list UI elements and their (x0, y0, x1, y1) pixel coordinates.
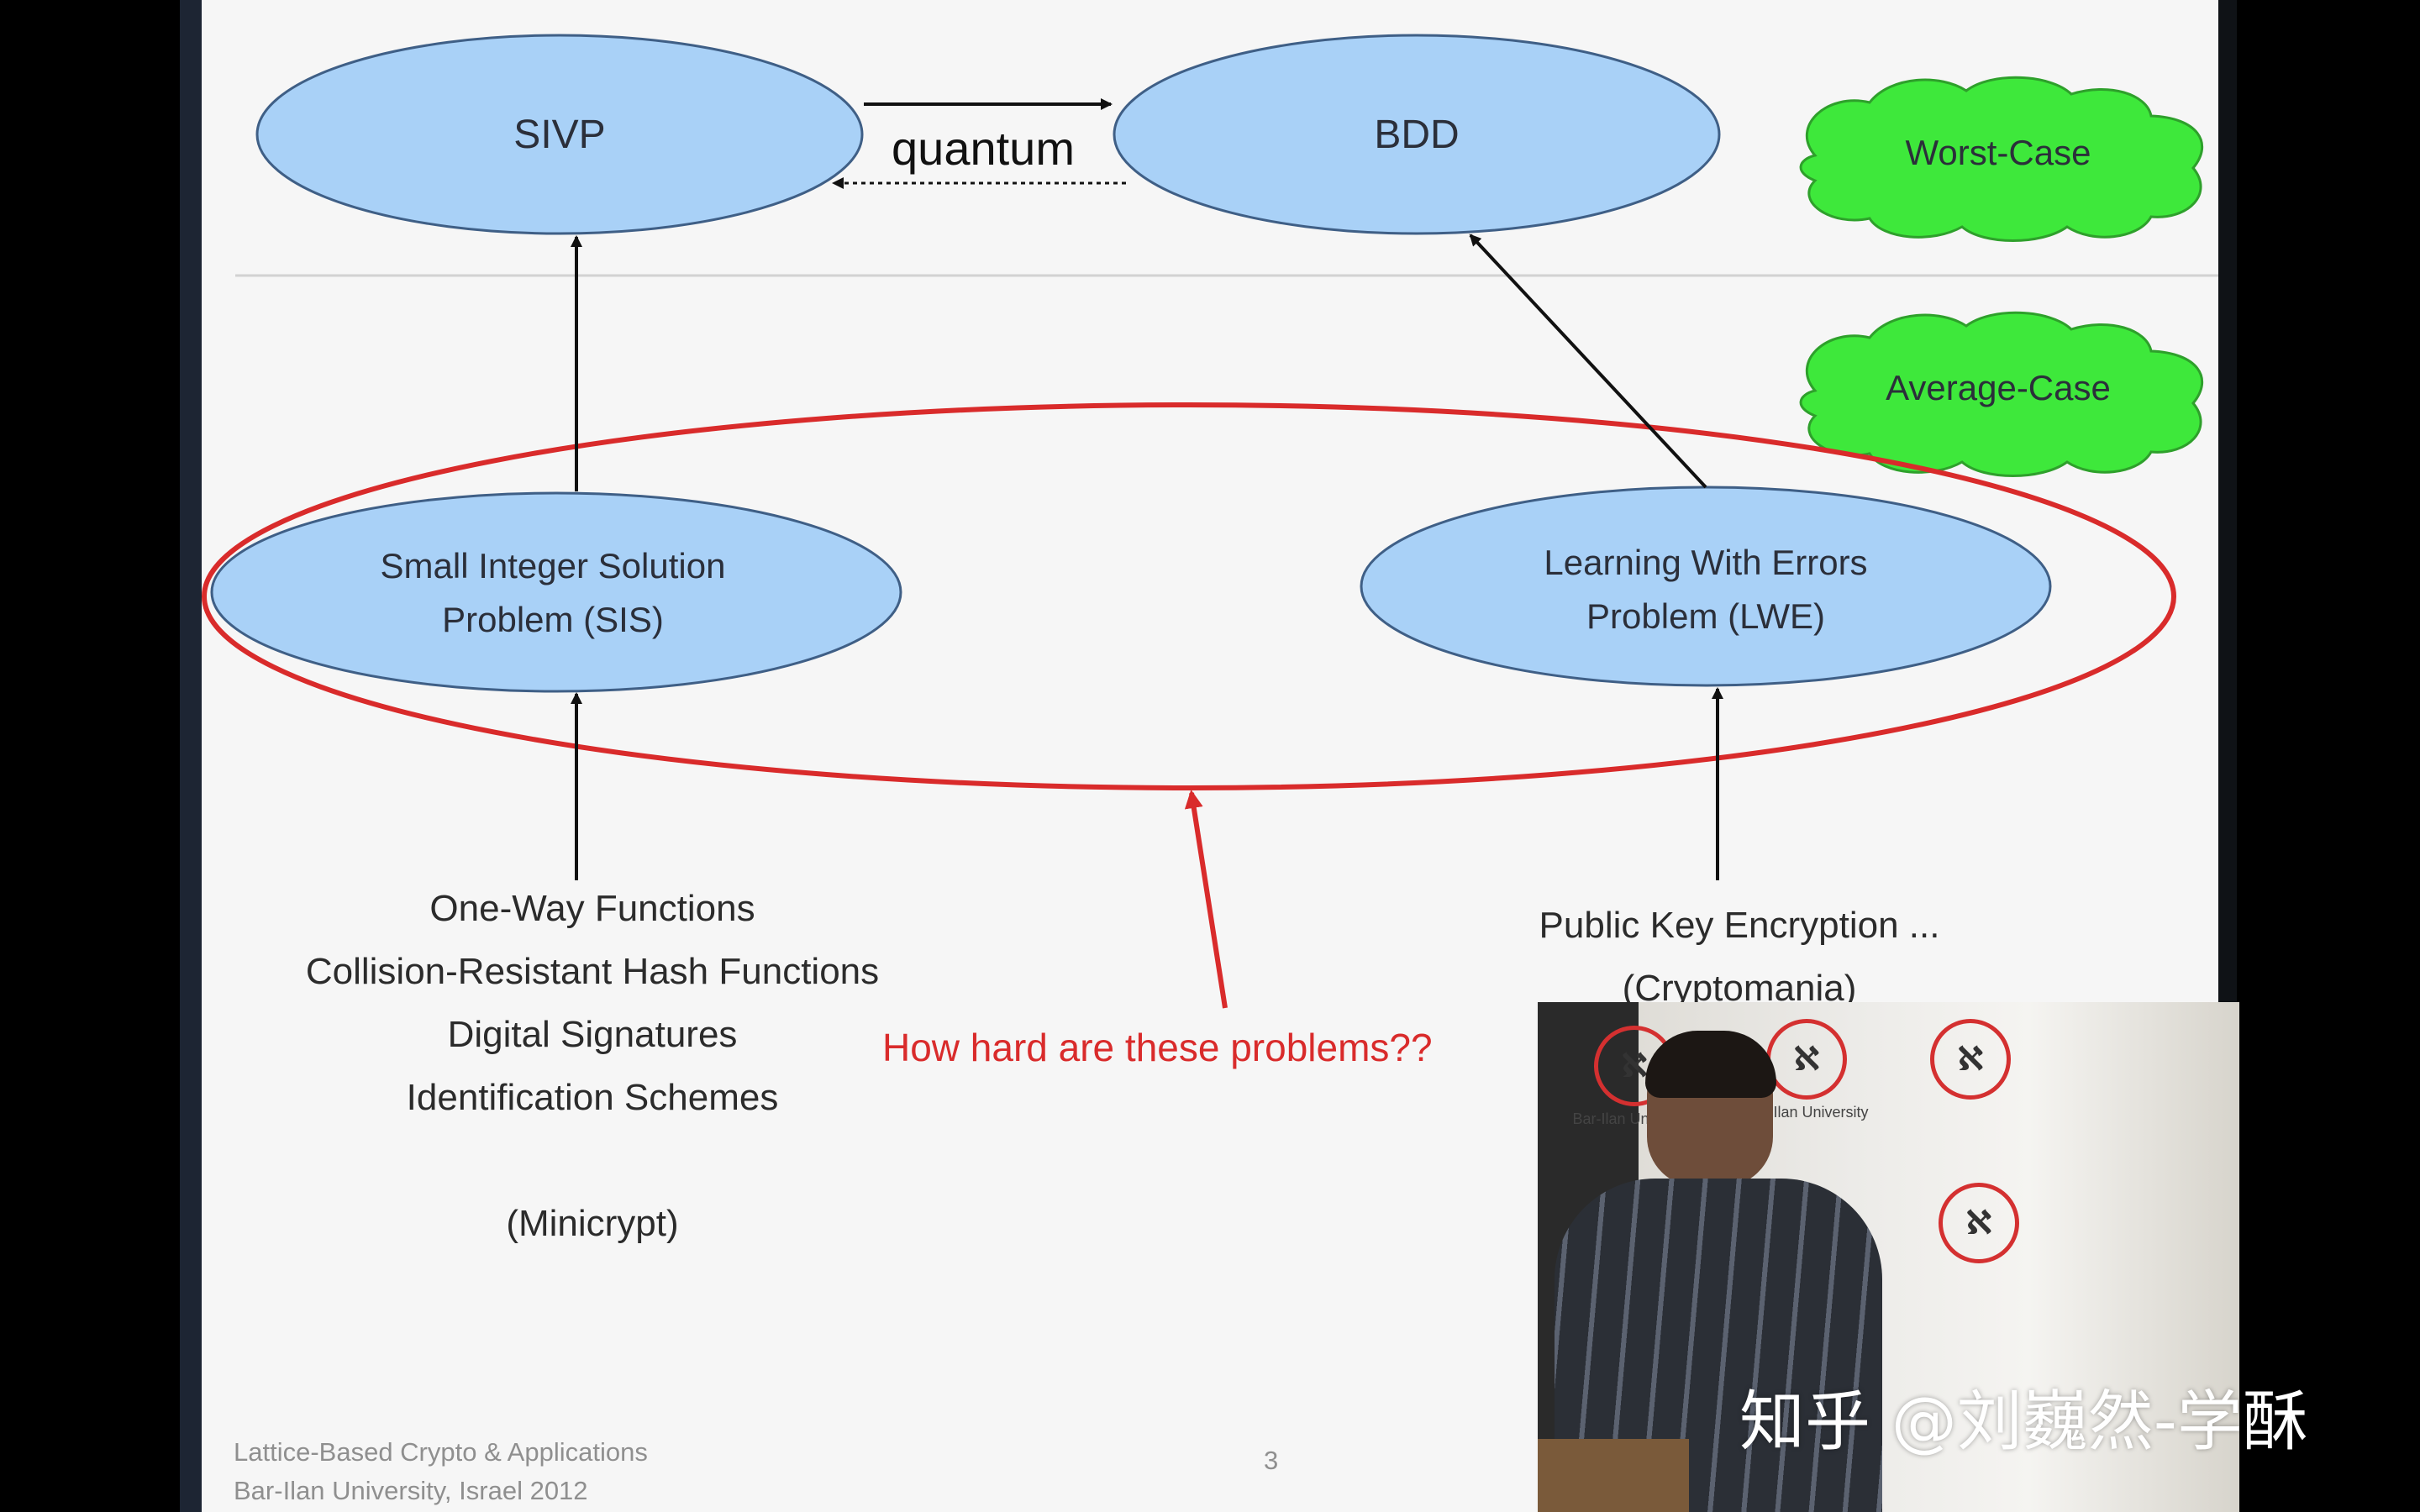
sivp-label: SIVP (513, 113, 605, 157)
cryptomania-apps: Public Key Encryption ... (Cryptomania) (1487, 894, 1991, 1020)
bar-ilan-logo: ℵ (1916, 1183, 2042, 1263)
sis-label-line1: Small Integer Solution (381, 546, 726, 585)
worst-case-cloud (1799, 76, 2203, 242)
app-one-way-functions: One-Way Functions (429, 888, 755, 929)
lwe-to-bdd-arrow (1469, 234, 1707, 489)
window-edge-left (180, 0, 202, 1512)
bar-ilan-logo: ℵ (1907, 1019, 2033, 1100)
speaker-video: ℵ Bar-Ilan University ℵ Bar-Ilan Univers… (1538, 1002, 2239, 1512)
bar-ilan-logo-caption: Bar-Ilan University (1744, 1104, 1869, 1121)
podium (1538, 1439, 1689, 1512)
bar-ilan-logo-mark: ℵ (1594, 1026, 1675, 1106)
page-number: 3 (1264, 1446, 1279, 1475)
slide-footer: Lattice-Based Crypto & Applications Bar-… (234, 1433, 648, 1510)
app-public-key-encryption: Public Key Encryption ... (1539, 905, 1940, 946)
quantum-label: quantum (892, 122, 1075, 175)
average-case-cloud (1799, 311, 2203, 477)
sivp-node (255, 34, 864, 235)
speaker-hair (1645, 1031, 1776, 1098)
app-identification-schemes: Identification Schemes (406, 1077, 779, 1118)
minicrypt-apps: One-Way Functions Collision-Resistant Ha… (252, 877, 933, 1255)
app-digital-signatures: Digital Signatures (447, 1014, 738, 1055)
lwe-node (1360, 486, 2052, 687)
average-case-label: Average-Case (1886, 368, 2111, 407)
lwe-label-line2: Problem (LWE) (1586, 596, 1825, 636)
sis-label-line2: Problem (SIS) (442, 600, 664, 639)
lwe-label-line1: Learning With Errors (1544, 543, 1867, 582)
worst-case-label: Worst-Case (1906, 133, 2091, 172)
footer-line1: Lattice-Based Crypto & Applications (234, 1437, 648, 1467)
bar-ilan-logo-mark: ℵ (1939, 1183, 2019, 1263)
highlight-ellipse (202, 402, 2176, 790)
bdd-label: BDD (1374, 113, 1459, 157)
question-arrow (1184, 790, 1228, 1009)
question-annotation: How hard are these problems?? (882, 1026, 1433, 1069)
bar-ilan-logo-mark: ℵ (1766, 1019, 1847, 1100)
bar-ilan-logo-mark: ℵ (1930, 1019, 2011, 1100)
app-collision-resistant: Collision-Resistant Hash Functions (305, 951, 880, 992)
cryptomania-label: (Cryptomania) (1622, 968, 1857, 1009)
zhihu-watermark: 知乎 @刘巍然-学酥 (1739, 1384, 2308, 1460)
footer-line2: Bar-Ilan University, Israel 2012 (234, 1476, 588, 1505)
sis-node (210, 491, 902, 693)
minicrypt-label: (Minicrypt) (506, 1203, 679, 1244)
bdd-node (1113, 34, 1721, 235)
